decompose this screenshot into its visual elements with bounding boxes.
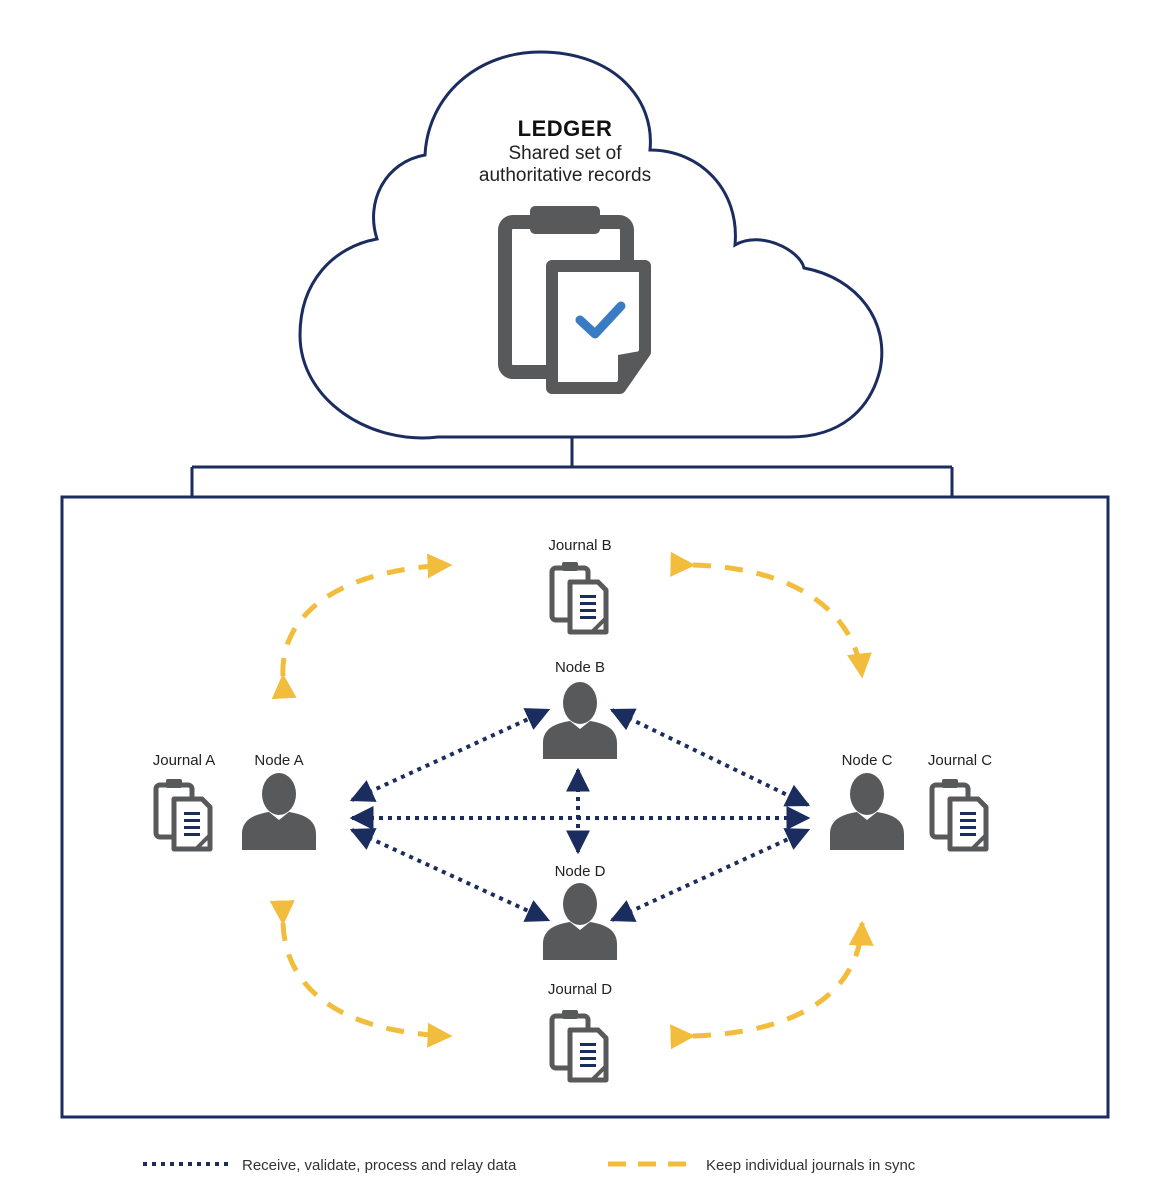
node-c-label: Node C bbox=[841, 752, 893, 769]
ledger-subtitle: Shared set of authoritative records bbox=[479, 143, 651, 187]
node-a-label: Node A bbox=[254, 752, 304, 769]
ledger-clipboard-icon bbox=[498, 206, 651, 394]
journal-b-label: Journal B bbox=[548, 537, 612, 554]
sync-arrow-d-c bbox=[670, 920, 874, 1050]
journal-d-label: Journal D bbox=[547, 981, 613, 998]
journal-sync-arrows bbox=[269, 551, 874, 1050]
relay-b-c bbox=[609, 708, 811, 807]
ledger-subtitle-line1: Shared set of bbox=[508, 143, 622, 164]
ledger-title: LEDGER bbox=[517, 116, 613, 141]
journal-a-label: Journal A bbox=[152, 752, 216, 769]
data-relay-arrows bbox=[349, 708, 811, 922]
node-d-label: Node D bbox=[554, 863, 606, 880]
legend-dotted-label: Receive, validate, process and relay dat… bbox=[242, 1157, 517, 1174]
cloud-connector bbox=[190, 437, 954, 497]
legend-dashed-label: Keep individual journals in sync bbox=[706, 1157, 916, 1174]
ledger-subtitle-line2: authoritative records bbox=[478, 165, 652, 186]
ledger-cloud bbox=[298, 50, 884, 440]
node-b-label: Node B bbox=[554, 659, 606, 676]
journal-c-label: Journal C bbox=[927, 752, 993, 769]
sync-arrow-b-c bbox=[670, 551, 872, 679]
